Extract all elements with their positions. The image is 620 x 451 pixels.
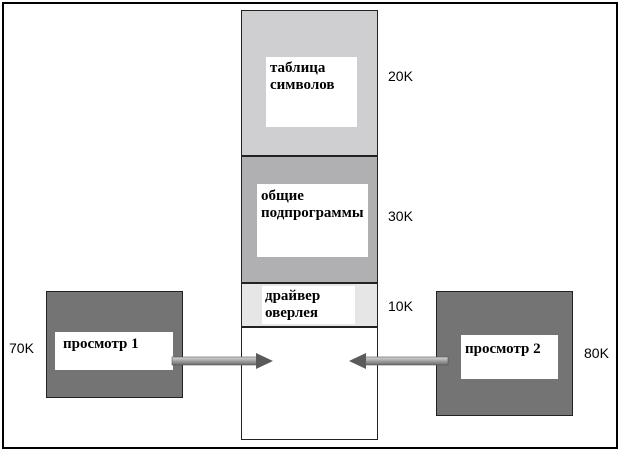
overlay-area: [241, 327, 378, 440]
overlay-driver-label: драйвер оверлея: [262, 286, 355, 324]
common-routines-label: общие подпрограммы: [257, 184, 368, 257]
pass1-size: 70K: [9, 340, 34, 356]
pass2-block: просмотр 2: [436, 291, 573, 416]
pass2-arrow: [349, 353, 449, 369]
overlay-driver-size: 10K: [388, 298, 413, 314]
pass2-size: 80K: [584, 345, 609, 361]
symbol-table-segment: таблица символов: [241, 10, 378, 156]
pass1-arrow: [171, 353, 273, 369]
common-routines-segment: общие подпрограммы: [241, 156, 378, 283]
pass2-label: просмотр 2: [461, 335, 558, 379]
common-routines-size: 30K: [388, 208, 413, 224]
symbol-table-size: 20K: [388, 68, 413, 84]
symbol-table-label: таблица символов: [266, 57, 357, 127]
overlay-driver-segment: драйвер оверлея: [241, 283, 378, 327]
pass1-label: просмотр 1: [55, 332, 173, 370]
pass1-block: просмотр 1: [46, 291, 183, 398]
